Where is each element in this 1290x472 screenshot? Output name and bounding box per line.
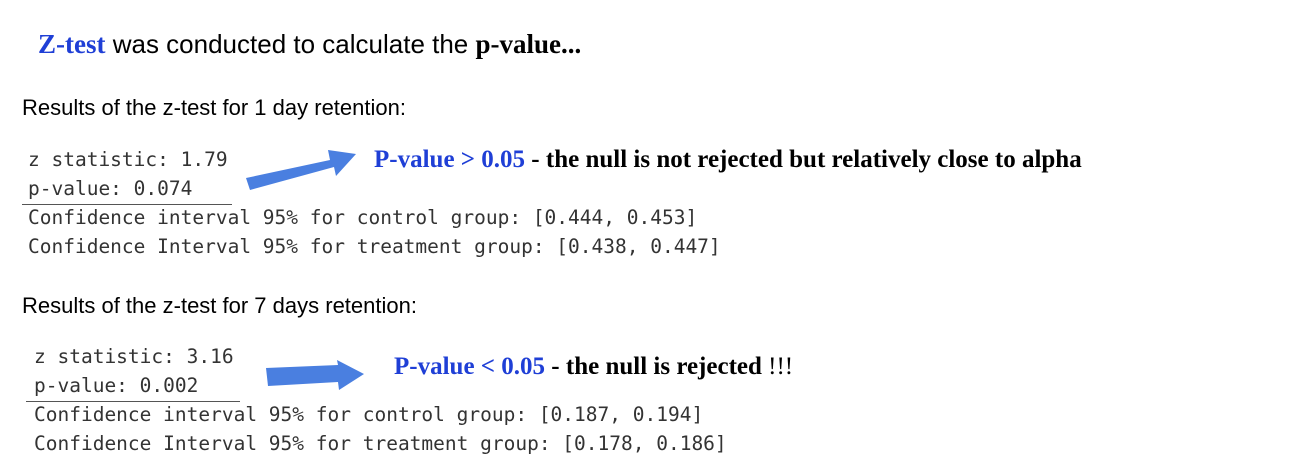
- section2-annotation: P-value < 0.05 - the null is rejected !!…: [394, 351, 793, 383]
- section1-divider: [22, 204, 232, 205]
- section1-annot-comparison: >: [454, 146, 482, 173]
- section1-annot-pvalue: P-value: [374, 146, 455, 173]
- section1-annot-text: - the null is not rejected but relativel…: [525, 146, 1082, 173]
- title-middle: was conducted to calculate the: [105, 29, 476, 59]
- section2-divider: [26, 401, 240, 402]
- section1-p-value: p-value: 0.074: [28, 177, 193, 200]
- section1-heading: Results of the z-test for 1 day retentio…: [22, 95, 406, 120]
- section2-annot-text: - the null is rejected: [545, 353, 769, 380]
- section2-ci-treatment: Confidence Interval 95% for treatment gr…: [34, 432, 727, 455]
- section1-annotation: P-value > 0.05 - the null is not rejecte…: [374, 144, 1082, 176]
- section2-arrow-icon: [266, 360, 364, 390]
- title-pvalue: p-value...: [475, 29, 582, 59]
- section2-z-statistic: z statistic: 3.16: [34, 345, 234, 368]
- title-ztest: Z-test: [38, 29, 106, 59]
- section2-p-value: p-value: 0.002: [34, 374, 199, 397]
- section2-ci-control: Confidence interval 95% for control grou…: [34, 403, 704, 426]
- section2-annot-exclaim: !!!: [768, 353, 794, 380]
- page-title: Z-test was conducted to calculate the p-…: [38, 26, 581, 62]
- section2-annot-threshold: 0.05: [501, 353, 546, 380]
- section1-ci-treatment: Confidence Interval 95% for treatment gr…: [28, 235, 721, 258]
- section1-ci-control: Confidence interval 95% for control grou…: [28, 206, 698, 229]
- section1-z-statistic: z statistic: 1.79: [28, 148, 228, 171]
- section1-arrow-icon: [246, 150, 356, 190]
- section2-annot-pvalue: P-value: [394, 353, 475, 380]
- section1-annot-threshold: 0.05: [481, 146, 526, 173]
- section2-annot-comparison: <: [474, 353, 502, 380]
- section2-heading: Results of the z-test for 7 days retenti…: [22, 293, 417, 318]
